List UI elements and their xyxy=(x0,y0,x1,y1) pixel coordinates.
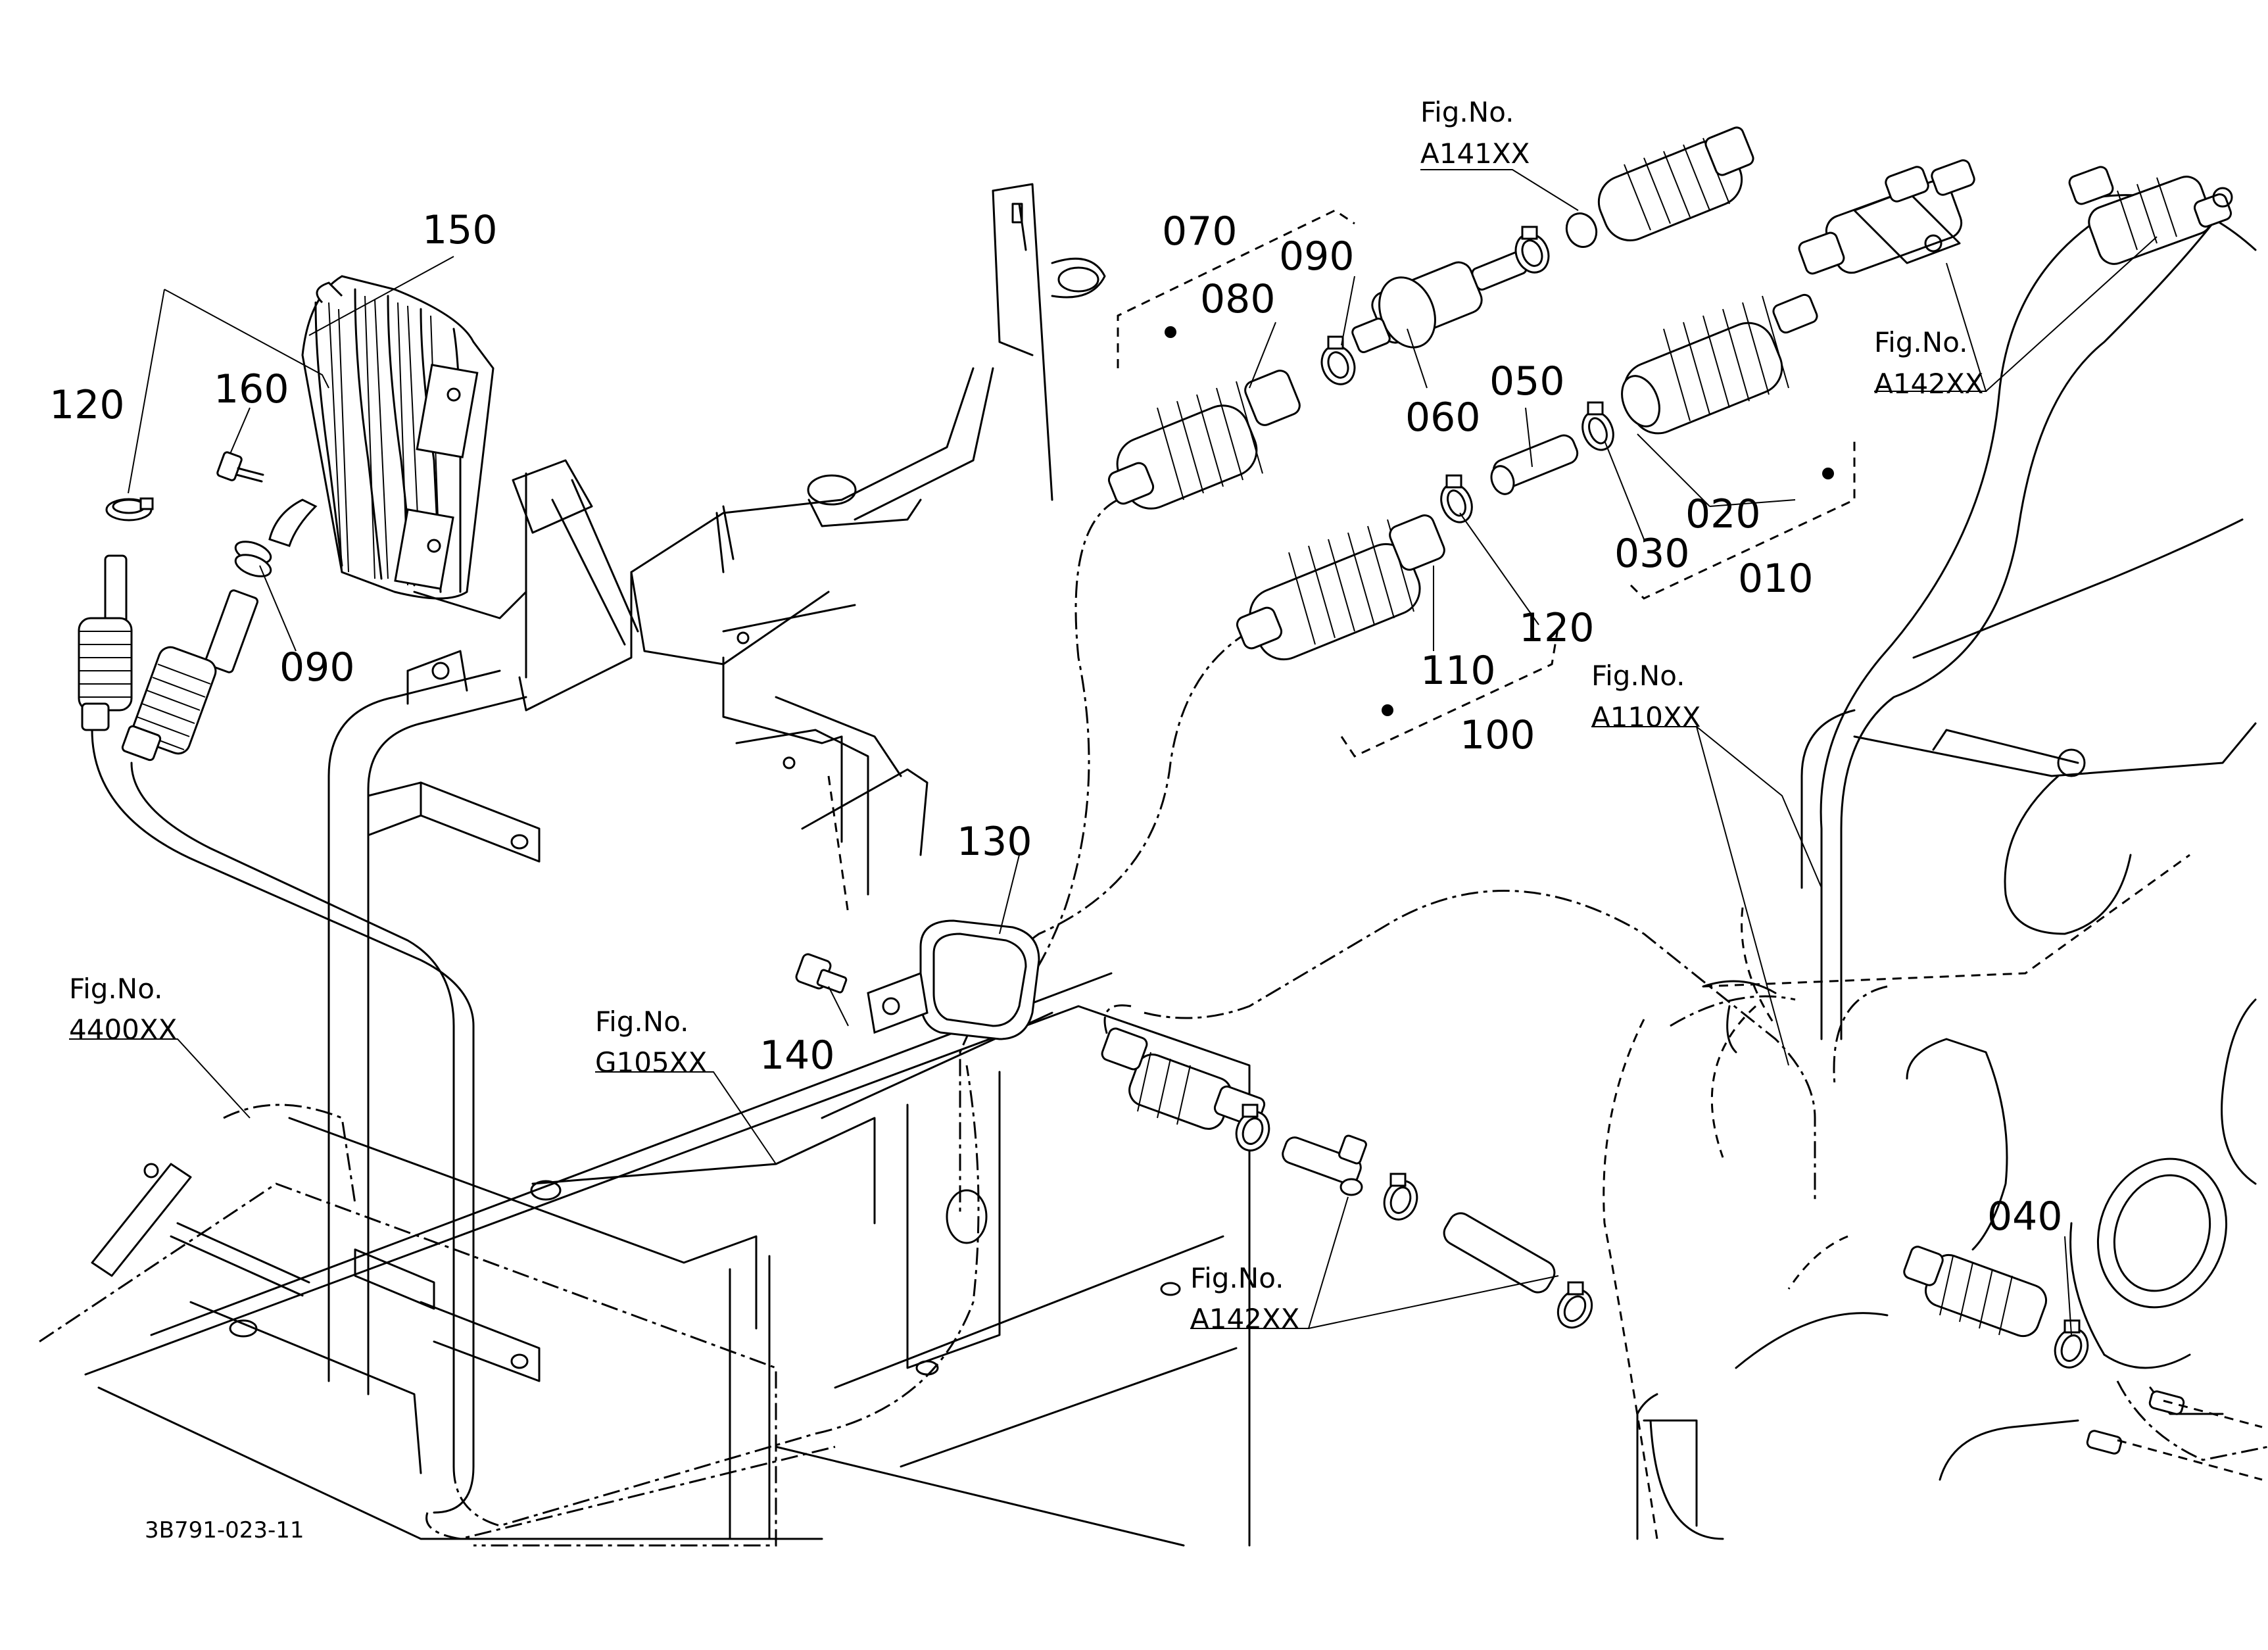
callout-080: 080 xyxy=(1200,276,1276,322)
tee-fitting-bottom[interactable] xyxy=(1280,1134,1367,1196)
fig-ref-code: 4400XX xyxy=(69,1013,177,1046)
hose-clamp-090-top[interactable] xyxy=(1316,335,1361,389)
fig-ref-label: Fig.No. xyxy=(595,1006,689,1038)
group-brackets xyxy=(1117,209,1856,758)
callout-160: 160 xyxy=(214,366,289,412)
pipe-050[interactable] xyxy=(1487,432,1581,497)
callout-040: 040 xyxy=(1987,1194,2063,1240)
oil-cooler[interactable] xyxy=(301,275,527,619)
hose-clamp-a141[interactable] xyxy=(1510,226,1555,278)
tube-frame xyxy=(327,650,541,1395)
cooler-outlet-hose[interactable] xyxy=(233,498,318,581)
callout-060: 060 xyxy=(1405,395,1481,441)
callout-050: 050 xyxy=(1489,358,1565,404)
hose-assembly-040[interactable] xyxy=(1902,1245,2050,1340)
callout-120-center: 120 xyxy=(1519,605,1595,651)
hose-assembly-070[interactable] xyxy=(1107,368,1303,516)
hose-clamp-120-left[interactable] xyxy=(78,497,154,731)
bolt-140[interactable] xyxy=(795,953,848,994)
fig-ref-label: Fig.No. xyxy=(1874,326,1968,358)
hose-clamp-120-center[interactable] xyxy=(1436,474,1477,527)
fig-ref-label: Fig.No. xyxy=(1190,1262,1284,1294)
fig-ref-code: A141XX xyxy=(1420,137,1530,170)
hose-bellows-left[interactable] xyxy=(121,589,259,762)
fitting-a142-top[interactable] xyxy=(1797,158,1976,278)
callout-070: 070 xyxy=(1162,208,1238,255)
fig-ref-a110[interactable]: Fig.No. A110XX xyxy=(1591,660,1701,733)
hose-clamp-bottom-3[interactable] xyxy=(1551,1281,1599,1334)
callout-110: 110 xyxy=(1420,648,1496,694)
fitting-top-right[interactable] xyxy=(2067,165,2233,268)
check-valve-060[interactable] xyxy=(1351,251,1528,356)
callout-130: 130 xyxy=(957,819,1032,865)
fig-ref-code: A142XX xyxy=(1190,1303,1299,1335)
callout-020: 020 xyxy=(1685,491,1761,537)
fig-ref-code: A142XX xyxy=(1874,368,1983,400)
fig-ref-label: Fig.No. xyxy=(1420,96,1514,128)
hose-clamp-030[interactable] xyxy=(1577,401,1618,454)
fig-ref-a141[interactable]: Fig.No. A141XX xyxy=(1420,96,1530,170)
callout-090-left: 090 xyxy=(279,644,355,691)
fig-ref-label: Fig.No. xyxy=(1591,660,1685,692)
engine-block xyxy=(1603,518,2268,1540)
hose-assembly-010[interactable] xyxy=(1615,293,1819,441)
hose-a141[interactable] xyxy=(1562,126,1755,251)
fig-ref-label: Fig.No. xyxy=(69,973,163,1005)
hose-guide-130[interactable] xyxy=(867,919,1040,1040)
fig-ref-a142-bottom[interactable]: Fig.No. A142XX xyxy=(1190,1262,1299,1335)
callout-labels: 150 120 160 090 070 080 090 060 050 020 … xyxy=(49,207,2063,1240)
hose-clamp-040[interactable] xyxy=(2050,1319,2093,1372)
leader-lines xyxy=(69,169,2158,1336)
drawing-code: 3B791-023-11 xyxy=(145,1517,304,1543)
callout-010: 010 xyxy=(1738,556,1814,602)
radiator-bracket-assembly xyxy=(512,183,1106,915)
hose-assembly-100[interactable] xyxy=(1235,512,1447,667)
bolt-160[interactable] xyxy=(216,451,264,483)
callout-140: 140 xyxy=(760,1032,835,1079)
callout-090-top: 090 xyxy=(1279,233,1355,279)
fig-ref-4400[interactable]: Fig.No. 4400XX xyxy=(69,973,177,1046)
fig-ref-a142-top[interactable]: Fig.No. A142XX xyxy=(1874,326,1983,400)
hose-clamp-bottom-2[interactable] xyxy=(1379,1173,1422,1224)
hose-clamp-bottom-1[interactable] xyxy=(1231,1104,1274,1155)
fig-ref-code: G105XX xyxy=(595,1046,707,1079)
callout-100: 100 xyxy=(1460,712,1535,758)
callout-030: 030 xyxy=(1614,531,1690,577)
pipe-bottom[interactable] xyxy=(1440,1209,1559,1296)
fig-ref-code: A110XX xyxy=(1591,701,1701,733)
callout-150: 150 xyxy=(422,207,498,253)
fig-ref-g105[interactable]: Fig.No. G105XX xyxy=(595,1006,707,1079)
callout-120-left: 120 xyxy=(49,382,125,428)
